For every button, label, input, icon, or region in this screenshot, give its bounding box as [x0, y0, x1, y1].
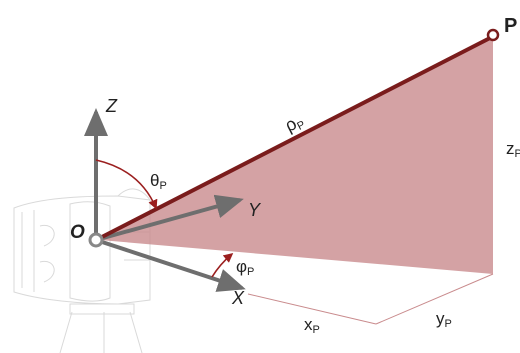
y-axis-label: Y	[248, 200, 262, 220]
origin-label: O	[70, 222, 85, 243]
x-axis	[95, 238, 246, 292]
theta-arc	[95, 159, 158, 210]
point-label: P	[504, 15, 517, 37]
laser-scanner-icon	[13, 188, 151, 353]
rho-line	[95, 36, 491, 242]
x-component-label: xP	[304, 315, 320, 336]
theta-label: θP	[150, 171, 167, 192]
phi-label: φP	[236, 257, 254, 278]
y-axis	[95, 194, 244, 242]
z-axis-label: Z	[105, 96, 118, 116]
ground-projection-lines	[247, 273, 494, 325]
coordinate-axes	[84, 108, 246, 292]
phi-arc	[211, 252, 234, 278]
y-component-label: yP	[436, 309, 452, 330]
z-component-label: zP	[506, 139, 520, 160]
origin-marker	[88, 232, 104, 248]
point-p-marker	[486, 28, 500, 42]
x-axis-label: X	[231, 288, 245, 308]
projection-triangle	[100, 36, 493, 274]
